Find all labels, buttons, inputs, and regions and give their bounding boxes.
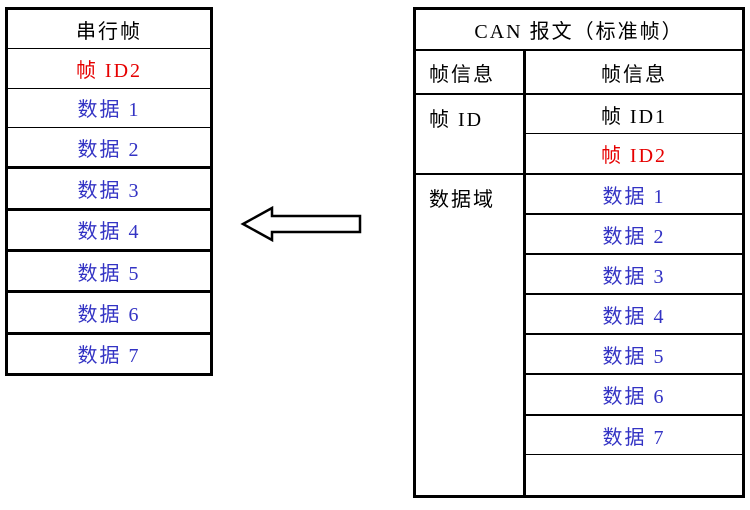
frame-info-value-cell: 帧信息 xyxy=(523,51,742,93)
table-row: 数据 2 xyxy=(8,126,210,166)
frame-id1-cell: 帧 ID1 xyxy=(523,93,742,133)
table-row: 数据 6 xyxy=(8,290,210,331)
serial-frame-data7-cell: 数据 7 xyxy=(77,345,141,368)
can-data3-cell: 数据 3 xyxy=(523,253,742,293)
can-data6-cell: 数据 6 xyxy=(523,373,742,414)
can-data4-value: 数据 4 xyxy=(602,305,666,328)
frame-info-label: 帧信息 xyxy=(429,63,495,86)
frame-info-value: 帧信息 xyxy=(601,63,667,86)
can-table-title: CAN 报文（标准帧） xyxy=(474,21,684,43)
can-data2-value: 数据 2 xyxy=(602,225,666,248)
can-data7-value: 数据 7 xyxy=(602,426,666,449)
can-empty-cell xyxy=(523,454,742,495)
can-data5-cell: 数据 5 xyxy=(523,333,742,373)
table-row: 数据 5 xyxy=(8,248,210,290)
table-row: 帧 ID2 xyxy=(8,48,210,87)
frame-info-label-cell: 帧信息 xyxy=(416,51,523,93)
serial-frame-data6-cell: 数据 6 xyxy=(77,303,141,326)
table-row: 数据 1 xyxy=(8,87,210,127)
can-data7-cell: 数据 7 xyxy=(523,414,742,454)
table-row: 数据 7 xyxy=(8,331,210,373)
serial-frame-table: 串行帧 帧 ID2 数据 1 数据 2 数据 3 数据 4 数据 5 数据 6 … xyxy=(5,7,213,376)
frame-id2-cell: 帧 ID2 xyxy=(523,133,742,173)
table-row: 数据 3 xyxy=(8,166,210,207)
frame-id1-value: 帧 ID1 xyxy=(600,105,668,128)
serial-frame-title: 串行帧 xyxy=(76,20,142,43)
serial-frame-data1-cell: 数据 1 xyxy=(77,99,141,122)
can-data6-value: 数据 6 xyxy=(602,386,666,408)
serial-frame-data2-cell: 数据 2 xyxy=(77,138,141,161)
can-data2-cell: 数据 2 xyxy=(523,213,742,253)
serial-frame-data4-cell: 数据 4 xyxy=(77,221,141,244)
can-data1-cell: 数据 1 xyxy=(523,173,742,213)
data-field-group-label-cell: 数据域 xyxy=(416,173,523,495)
table-row: 数据 4 xyxy=(8,207,210,249)
can-message-table: CAN 报文（标准帧） 帧信息 帧信息 帧 ID 帧 ID1 帧 ID2 数据域… xyxy=(413,7,745,498)
can-table-title-row: CAN 报文（标准帧） xyxy=(416,10,742,51)
left-arrow-icon xyxy=(235,198,370,250)
frame-id-group-label-cell: 帧 ID xyxy=(416,93,523,173)
frame-id2-value: 帧 ID2 xyxy=(600,145,668,167)
can-data3-value: 数据 3 xyxy=(602,265,666,288)
can-data4-cell: 数据 4 xyxy=(523,293,742,333)
can-data1-value: 数据 1 xyxy=(602,185,666,208)
frame-id-group-label: 帧 ID xyxy=(429,109,484,131)
serial-frame-data3-cell: 数据 3 xyxy=(77,179,141,202)
serial-frame-title-row: 串行帧 xyxy=(8,10,210,48)
serial-frame-id2-cell: 帧 ID2 xyxy=(75,59,143,82)
can-data5-value: 数据 5 xyxy=(602,345,666,368)
serial-frame-data5-cell: 数据 5 xyxy=(77,262,141,285)
data-field-group-label: 数据域 xyxy=(429,189,495,211)
